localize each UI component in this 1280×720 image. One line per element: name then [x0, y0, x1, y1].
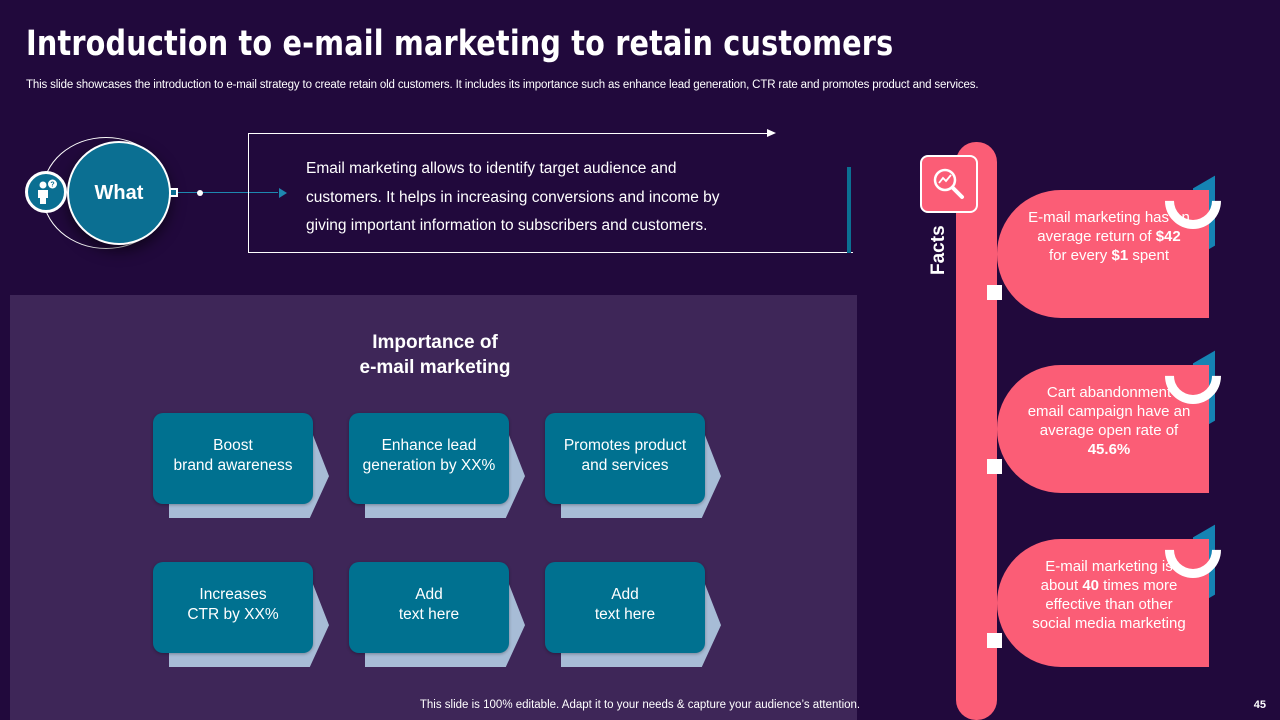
fact-shape [997, 190, 1209, 318]
connector-square [169, 188, 178, 197]
importance-card: Promotes product and services [545, 413, 721, 523]
svg-text:?: ? [50, 182, 54, 189]
connector-line [178, 192, 278, 193]
fact-marker [987, 285, 1002, 300]
fact-text-part: spent [1128, 247, 1170, 264]
importance-card-label: Add text here [545, 562, 705, 653]
page-number: 45 [1253, 699, 1266, 711]
fact-highlight: $1 [1111, 247, 1129, 264]
what-description-frame [248, 134, 853, 253]
importance-card: Boost brand awareness [153, 413, 329, 523]
what-top-line [248, 133, 770, 134]
fact-text-part: for every [1048, 247, 1112, 264]
fact-text: E-mail marketing is about 40 times more … [1027, 557, 1191, 633]
fact-highlight: $42 [1155, 228, 1181, 245]
facts-bar [956, 142, 997, 720]
slide-subtitle: This slide showcases the introduction to… [26, 79, 979, 91]
fact-text-part: E-mail marketing has an average return o… [1028, 209, 1190, 245]
fact-text-part: Cart abandonment email campaign have an … [1027, 384, 1191, 439]
fact-text-part: E-mail marketing is about [1040, 558, 1173, 594]
connector-arrow-icon [279, 188, 287, 198]
importance-heading: Importance of e-mail marketing [310, 330, 560, 380]
fact-callout: E-mail marketing has an average return o… [997, 161, 1233, 322]
connector-dot [197, 190, 203, 196]
slide-title: Introduction to e-mail marketing to reta… [26, 24, 894, 64]
footer-note: This slide is 100% editable. Adapt it to… [419, 699, 861, 711]
importance-card-label: Add text here [349, 562, 509, 653]
fact-shape [997, 365, 1209, 493]
fact-text: E-mail marketing has an average return o… [1027, 208, 1191, 265]
importance-card: Add text here [349, 562, 525, 672]
importance-heading-line2: e-mail marketing [359, 357, 511, 378]
importance-card: Enhance lead generation by XX% [349, 413, 525, 523]
importance-heading-line1: Importance of [372, 332, 498, 353]
fact-marker [987, 633, 1002, 648]
fact-callout: E-mail marketing is about 40 times more … [997, 510, 1233, 671]
what-accent-bar [847, 167, 851, 253]
fact-highlight: 45.6% [1087, 441, 1131, 458]
what-description: Email marketing allows to identify targe… [306, 160, 720, 234]
magnifier-chart-icon [920, 155, 978, 213]
facts-label: Facts [928, 225, 949, 275]
importance-card-label: Increases CTR by XX% [153, 562, 313, 653]
what-circle: What [67, 141, 171, 245]
importance-card-label: Boost brand awareness [153, 413, 313, 504]
what-label: What [94, 181, 144, 204]
fact-text: Cart abandonment email campaign have an … [1027, 383, 1191, 459]
fact-shape [997, 539, 1209, 667]
fact-highlight: 40 [1082, 577, 1100, 594]
user-question-icon: ? [25, 171, 67, 213]
fact-text-part: times more effective than other social m… [1032, 577, 1186, 632]
importance-card-label: Enhance lead generation by XX% [349, 413, 509, 504]
importance-card-label: Promotes product and services [545, 413, 705, 504]
arrow-right-icon [767, 129, 776, 137]
importance-card: Increases CTR by XX% [153, 562, 329, 672]
fact-marker [987, 459, 1002, 474]
importance-card: Add text here [545, 562, 721, 672]
fact-callout: Cart abandonment email campaign have an … [997, 336, 1233, 497]
